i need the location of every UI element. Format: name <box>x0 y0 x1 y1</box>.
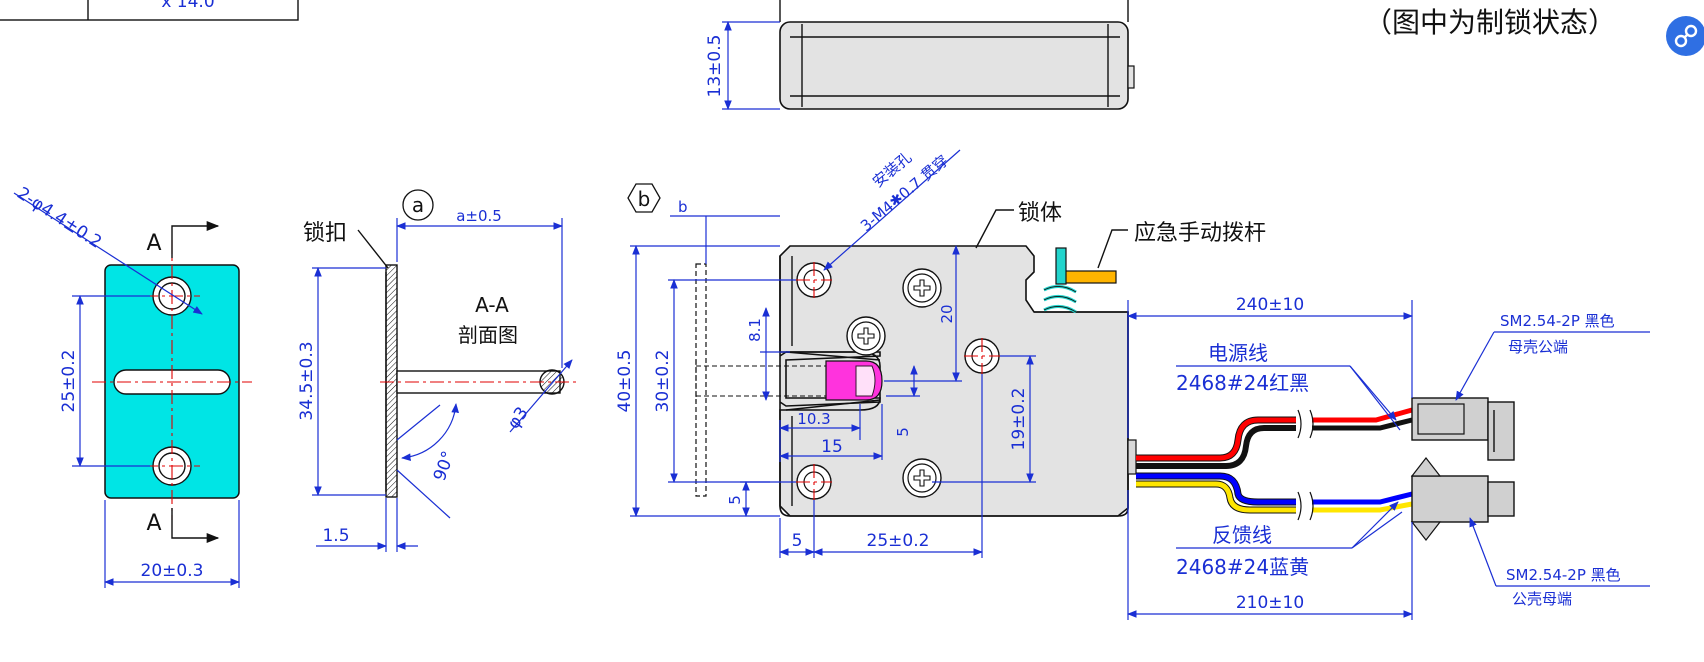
latch-label: 锁扣 <box>303 221 347 246</box>
power-spec: 2468#24红黑 <box>1176 371 1309 395</box>
strike-plate-view: A A 2-φ4.4±0.2 25±0.2 20±0.3 <box>13 183 252 588</box>
connector-bottom-spec: SM2.54-2P 黑色 <box>1506 566 1621 584</box>
feedback-spec: 2468#24蓝黄 <box>1176 555 1309 579</box>
manual-lever <box>1059 270 1117 284</box>
width-dim: 20±0.3 <box>141 561 204 581</box>
dim-25: 25±0.2 <box>867 531 930 551</box>
dim-5-left: 5 <box>792 531 803 551</box>
dim-19: 19±0.2 <box>1009 388 1029 451</box>
latch-plate-section <box>385 264 398 498</box>
section-title: A-A <box>475 293 509 317</box>
latch-length-dim: a±0.5 <box>456 207 502 225</box>
section-mark-bottom: A <box>146 511 161 536</box>
link-share-button[interactable] <box>1666 16 1704 56</box>
marker-b <box>627 183 661 213</box>
connector-top-desc: 母壳公端 <box>1508 338 1568 356</box>
power-label: 电源线 <box>1208 341 1268 365</box>
title-block-text: x 14.0 <box>161 0 214 12</box>
hole-dim: 2-φ4.4±0.2 <box>13 183 105 252</box>
dim-5-vertical: 5 <box>894 427 912 437</box>
top-view: 13±0.5 <box>705 0 1135 110</box>
wiring-view: 240±10 210±10 电源线 2468#24红黑 反馈线 2468#24蓝… <box>1127 295 1650 620</box>
lever-label: 应急手动拨杆 <box>1134 221 1266 246</box>
dim-10-3: 10.3 <box>797 410 830 428</box>
dim-5-bottom: 5 <box>726 495 744 505</box>
blue-wire <box>1136 473 1296 505</box>
thickness-dim: 1.5 <box>322 526 349 546</box>
dim-15: 15 <box>821 437 843 457</box>
height-dim: 40±0.5 <box>615 350 635 413</box>
feedback-label: 反馈线 <box>1212 523 1272 547</box>
connector-bottom <box>1410 457 1515 541</box>
marker-a <box>402 189 434 221</box>
dim-8-1: 8.1 <box>746 318 764 342</box>
marker-b-label: b <box>638 187 651 211</box>
state-caption: （图中为制锁状态） <box>1364 6 1616 39</box>
top-height-dim: 13±0.5 <box>705 35 725 98</box>
angle-dim: 90° <box>430 449 459 484</box>
connector-bottom-desc: 公壳母端 <box>1512 590 1572 608</box>
yellow-wire <box>1136 481 1296 513</box>
section-caption: 剖面图 <box>458 323 518 347</box>
title-block: x 14.0 <box>0 0 299 21</box>
screw-middle <box>846 316 886 356</box>
black-wire <box>1136 425 1296 469</box>
marker-a-label: a <box>412 193 424 217</box>
link-share-icon <box>1674 24 1698 48</box>
lock-body-view: b b 锁体 应急手动拨杆 安装孔 3-M4✱0.7 贯穿 40±0.5 30±… <box>615 148 1266 558</box>
screw-top <box>902 268 942 308</box>
connector-top <box>1411 397 1515 461</box>
dim-20: 20 <box>938 304 956 323</box>
section-mark-top: A <box>146 231 161 256</box>
pitch-dim: 25±0.2 <box>59 350 79 413</box>
red-wire <box>1136 417 1296 461</box>
marker-b-dim: b <box>678 198 688 216</box>
length-top-dim: 240±10 <box>1236 295 1304 315</box>
rod-dim: φ3 <box>504 403 533 433</box>
latch-section-view: a 锁扣 a±0.5 A-A 剖面图 34.5±0.3 φ3 90° 1.5 <box>297 189 576 552</box>
lock-body-label: 锁体 <box>1018 201 1062 226</box>
connector-top-spec: SM2.54-2P 黑色 <box>1500 312 1615 330</box>
inner-height-dim: 30±0.2 <box>653 350 673 413</box>
length-bottom-dim: 210±10 <box>1236 593 1304 613</box>
latch-height-dim: 34.5±0.3 <box>297 341 317 420</box>
lever-post <box>1055 247 1067 285</box>
screw-bottom <box>902 458 942 498</box>
